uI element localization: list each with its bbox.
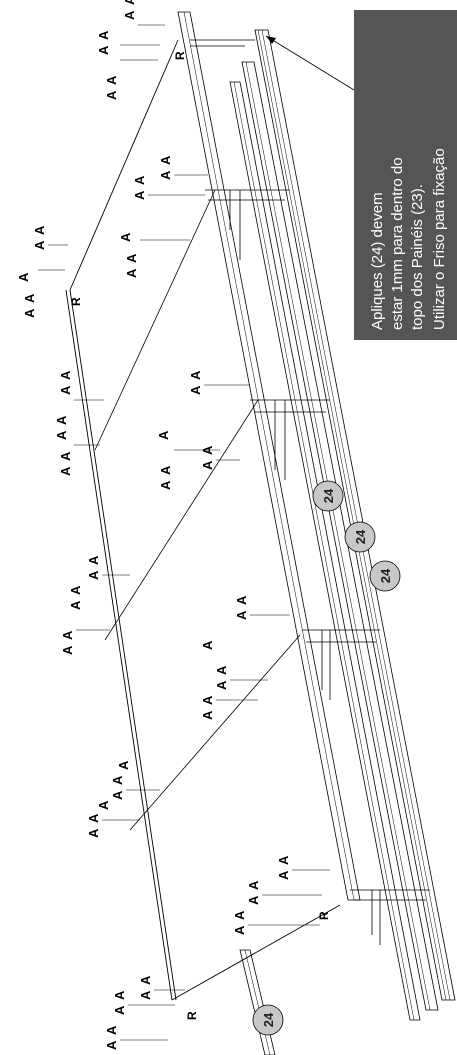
- svg-text:A: A: [232, 910, 247, 920]
- svg-text:A: A: [110, 775, 125, 785]
- svg-text:A: A: [54, 430, 69, 440]
- svg-text:A: A: [110, 790, 125, 800]
- note-line-2: estar 1mm para dentro do: [389, 157, 406, 330]
- note-line-1: Apliques (24) devem: [369, 192, 386, 330]
- svg-text:A: A: [58, 385, 73, 395]
- svg-text:A: A: [132, 175, 147, 185]
- svg-text:A: A: [112, 1005, 127, 1015]
- hardware-cluster-5: A A A A A A A: [156, 370, 215, 490]
- hardware-cluster-2: A A A A A R: [16, 225, 83, 318]
- svg-text:A: A: [122, 0, 137, 5]
- svg-text:A: A: [124, 253, 139, 263]
- svg-text:A: A: [68, 600, 83, 610]
- svg-text:A: A: [86, 555, 101, 565]
- hardware-cluster-9: A A A A A A R: [232, 855, 331, 935]
- svg-text:A: A: [188, 385, 203, 395]
- svg-text:A: A: [32, 240, 47, 250]
- svg-text:A: A: [104, 1025, 119, 1035]
- svg-text:A: A: [232, 925, 247, 935]
- svg-text:A: A: [86, 813, 101, 823]
- svg-text:A: A: [158, 465, 173, 475]
- hardware-cluster-3: A A A A A A A: [118, 155, 173, 278]
- svg-text:A: A: [58, 370, 73, 380]
- top-rod: [65, 39, 341, 1001]
- svg-text:A: A: [96, 800, 111, 810]
- svg-text:A: A: [234, 610, 249, 620]
- note-box: Apliques (24) devem estar 1mm para dentr…: [265, 10, 457, 340]
- svg-text:A: A: [16, 272, 31, 282]
- svg-text:A: A: [200, 460, 215, 470]
- svg-text:24: 24: [378, 568, 393, 583]
- svg-text:A: A: [58, 451, 73, 461]
- svg-text:A: A: [234, 595, 249, 605]
- svg-text:R: R: [185, 1011, 199, 1020]
- svg-text:A: A: [156, 430, 171, 440]
- svg-text:A: A: [118, 232, 133, 242]
- svg-text:A: A: [22, 293, 37, 303]
- callout-24-c: 24: [369, 560, 401, 592]
- svg-text:A: A: [246, 895, 261, 905]
- svg-text:24: 24: [353, 529, 368, 544]
- arrow-head-icon: [266, 36, 276, 44]
- svg-text:A: A: [200, 640, 215, 650]
- hardware-cluster-10: A A A A A A R: [104, 975, 199, 1050]
- svg-text:A: A: [60, 630, 75, 640]
- callout-24-b: 24: [344, 521, 376, 553]
- svg-text:A: A: [132, 190, 147, 200]
- hardware-cluster-7: A A A A A A A: [200, 595, 249, 720]
- svg-text:A: A: [104, 1040, 119, 1050]
- svg-text:A: A: [86, 828, 101, 838]
- hardware-cluster-4: A A A A A A: [54, 370, 73, 476]
- svg-text:A: A: [158, 480, 173, 490]
- svg-text:A: A: [200, 695, 215, 705]
- svg-text:A: A: [22, 308, 37, 318]
- note-line-3: topo dos Painéis (23).: [409, 184, 426, 330]
- svg-text:A: A: [214, 680, 229, 690]
- svg-text:A: A: [54, 415, 69, 425]
- hardware-cluster-6: A A A A A A: [60, 555, 101, 655]
- svg-text:A: A: [138, 975, 153, 985]
- main-panel: [177, 11, 456, 1021]
- svg-text:A: A: [116, 760, 131, 770]
- svg-text:A: A: [96, 45, 111, 55]
- svg-text:A: A: [124, 268, 139, 278]
- svg-text:24: 24: [321, 488, 336, 503]
- callout-24-d: 24: [252, 1004, 284, 1036]
- callout-24-a: 24: [312, 480, 344, 512]
- hardware-cluster-1: A A A A A A R: [96, 0, 187, 100]
- bottom-rail: [239, 949, 276, 1055]
- svg-text:A: A: [60, 645, 75, 655]
- svg-text:A: A: [104, 90, 119, 100]
- svg-text:A: A: [200, 710, 215, 720]
- svg-text:A: A: [214, 665, 229, 675]
- svg-text:A: A: [138, 990, 153, 1000]
- leader-lines: [38, 24, 330, 1041]
- svg-text:A: A: [122, 10, 137, 20]
- svg-text:A: A: [158, 155, 173, 165]
- svg-text:24: 24: [261, 1012, 276, 1027]
- note-arrow: [265, 35, 355, 91]
- hanger-rods: [94, 189, 301, 831]
- svg-text:A: A: [276, 870, 291, 880]
- svg-text:R: R: [69, 297, 83, 306]
- svg-text:A: A: [32, 225, 47, 235]
- svg-text:A: A: [86, 570, 101, 580]
- svg-text:A: A: [188, 370, 203, 380]
- svg-text:A: A: [96, 30, 111, 40]
- svg-text:R: R: [317, 911, 331, 920]
- svg-text:A: A: [58, 466, 73, 476]
- svg-text:A: A: [158, 170, 173, 180]
- note-line-4: Utilizar o Friso para fixação: [431, 148, 448, 330]
- svg-text:A: A: [112, 990, 127, 1000]
- svg-text:R: R: [173, 51, 187, 60]
- svg-text:A: A: [104, 75, 119, 85]
- svg-text:A: A: [68, 585, 83, 595]
- svg-text:A: A: [246, 880, 261, 890]
- hardware-cluster-8: A A A A A A: [86, 760, 131, 838]
- svg-text:A: A: [276, 855, 291, 865]
